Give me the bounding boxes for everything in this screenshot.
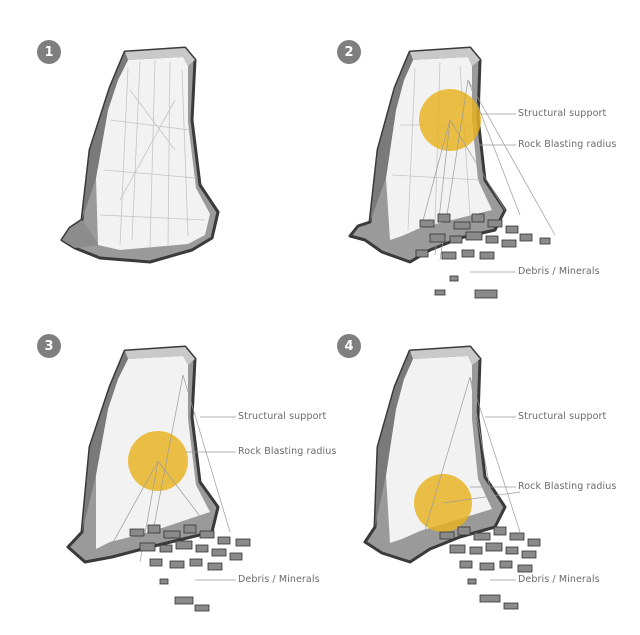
panel-2: 2 xyxy=(320,0,640,317)
rock-outcrop-4 xyxy=(363,345,541,610)
label-debris-3: Debris / Minerals xyxy=(238,574,320,585)
panel-1: 1 xyxy=(0,0,320,317)
structural-support-2 xyxy=(414,79,556,261)
label-blast-radius-4: Rock Blasting radius xyxy=(518,481,617,492)
rock-outcrop-2 xyxy=(348,46,556,299)
step-badge-3: 3 xyxy=(37,334,61,358)
step-badge-1: 1 xyxy=(37,40,61,64)
label-structural-support-2: Structural support xyxy=(518,108,607,119)
step-badge-2: 2 xyxy=(337,40,361,64)
leader-lines-4 xyxy=(470,416,516,581)
rock-outcrop-1 xyxy=(60,46,220,264)
rock-outcrop-3 xyxy=(66,345,251,612)
debris-pile-4 xyxy=(439,526,541,610)
debris-pile-3 xyxy=(129,524,251,612)
label-structural-support-4: Structural support xyxy=(518,411,607,422)
debris-pile-2 xyxy=(415,213,551,299)
panel-4: 4 Structural support Rock Blasting radiu… xyxy=(320,317,640,634)
label-debris-2: Debris / Minerals xyxy=(518,266,600,277)
leader-lines-3 xyxy=(186,416,236,581)
label-structural-support-3: Structural support xyxy=(238,411,327,422)
leader-lines-2 xyxy=(470,113,516,273)
panel-3: 3 Structural support Rock Blas xyxy=(0,317,336,634)
label-blast-radius-3: Rock Blasting radius xyxy=(238,446,337,457)
step-badge-4: 4 xyxy=(337,334,361,358)
structural-support-4 xyxy=(419,376,521,548)
label-blast-radius-2: Rock Blasting radius xyxy=(518,139,617,150)
label-debris-4: Debris / Minerals xyxy=(518,574,600,585)
